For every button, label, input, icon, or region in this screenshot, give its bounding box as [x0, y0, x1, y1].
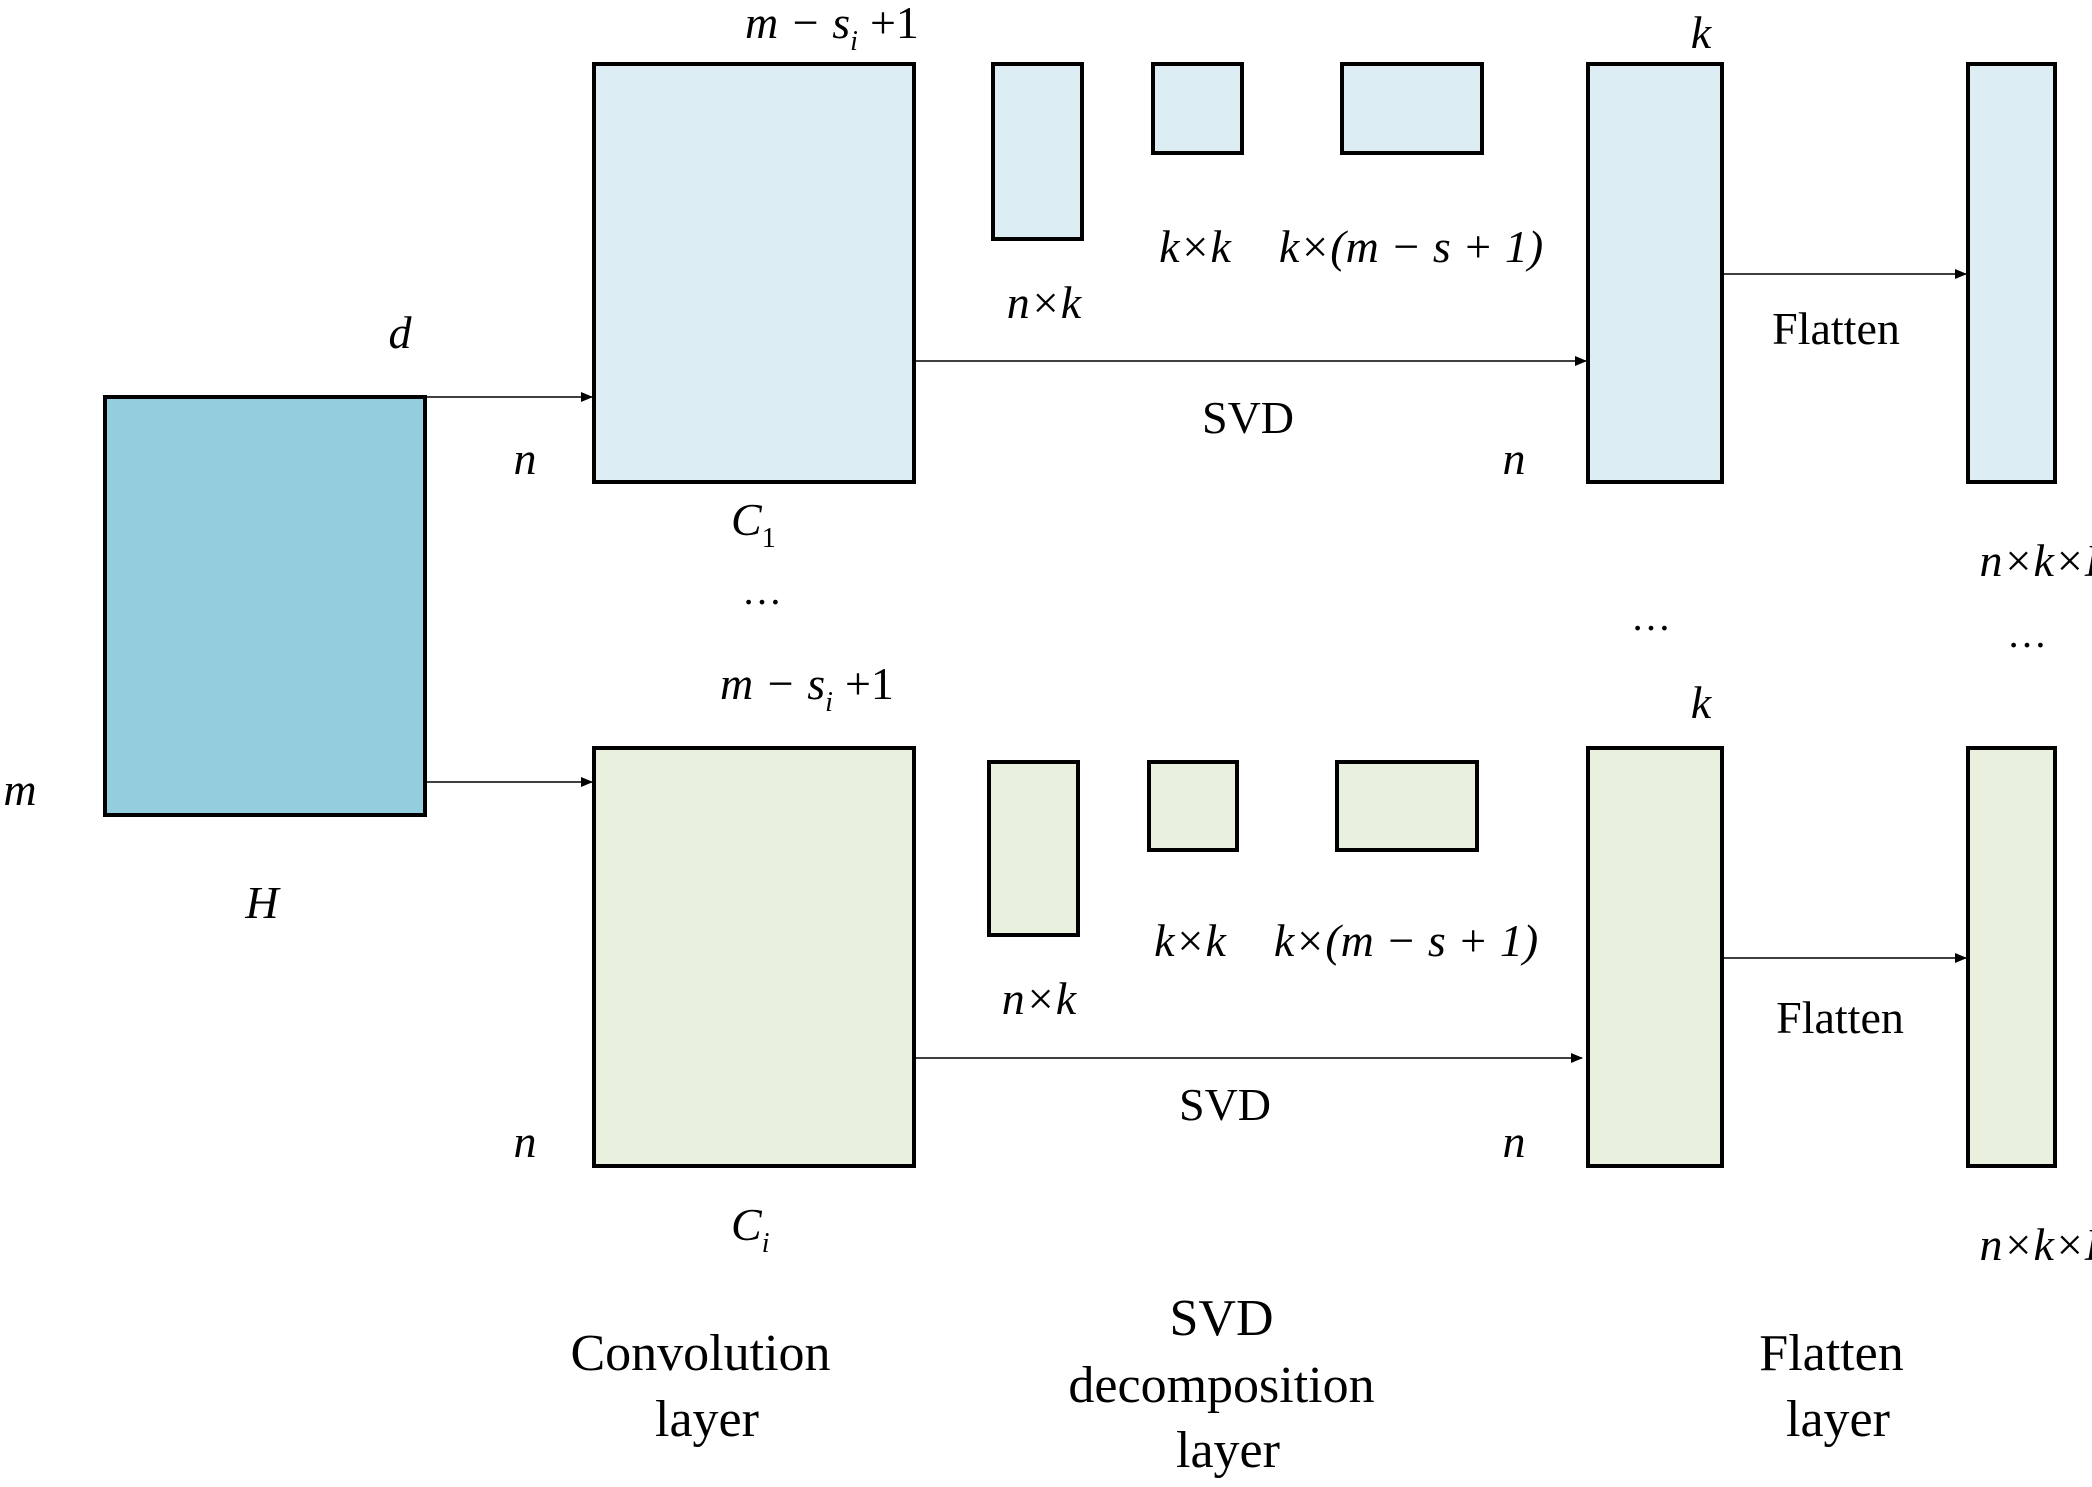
flatten-arrow-label-1: Flatten — [1772, 303, 1900, 354]
ellipsis-flat: … — [2007, 611, 2047, 656]
out1-side-dim: n — [1503, 433, 1526, 484]
svd-arrow-label-i: SVD — [1179, 1079, 1271, 1130]
conv-map-ci — [592, 746, 916, 1168]
outi-top-dim: k — [1691, 677, 1713, 728]
input-rows-label: m — [3, 764, 36, 815]
outi-side-dim: n — [1503, 1116, 1526, 1167]
svdi-s-matrix — [1147, 760, 1239, 852]
svdi-v-matrix — [1335, 760, 1479, 852]
svd1-v-matrix — [1340, 62, 1484, 155]
svd-arrow-label-1: SVD — [1202, 392, 1294, 443]
svdi-u-dim: n×k — [1002, 973, 1078, 1024]
svd1-u-dim: n×k — [1007, 277, 1083, 328]
svdi-s-dim: k×k — [1154, 915, 1227, 966]
caption-flatten-layer: Flatten layer — [1759, 1325, 1916, 1448]
svd1-u-matrix — [991, 62, 1084, 241]
input-name-label: H — [244, 877, 281, 928]
flati-dim: n×k×L — [1979, 1219, 2092, 1270]
flat1-dim: n×k×L — [1979, 535, 2092, 586]
out1-top-dim: k — [1691, 7, 1713, 58]
convi-name: Ci — [731, 1199, 769, 1259]
flat-vector-1 — [1966, 62, 2057, 484]
convi-top-dim: m − si+1 — [720, 658, 894, 718]
input-cols-label: d — [389, 307, 413, 358]
svdi-u-matrix — [987, 760, 1080, 937]
svd1-s-matrix — [1151, 62, 1244, 155]
input-matrix-h — [103, 395, 427, 817]
svdi-v-dim: k×(m − s + 1) — [1274, 915, 1538, 966]
caption-conv-layer: Convolution layer — [570, 1325, 843, 1448]
svd1-s-dim: k×k — [1159, 221, 1232, 272]
svd1-v-dim: k×(m − s + 1) — [1279, 221, 1543, 272]
convi-side-dim: n — [514, 1116, 537, 1167]
caption-svd-layer: SVD decomposition layer — [1068, 1290, 1387, 1479]
svd-output-i — [1586, 746, 1724, 1168]
conv1-side-dim: n — [514, 433, 537, 484]
conv1-top-dim: m − si+1 — [745, 0, 919, 57]
ellipsis-svd: … — [1631, 594, 1671, 639]
conv-map-c1 — [592, 62, 916, 484]
flat-vector-i — [1966, 746, 2057, 1168]
svd-output-1 — [1586, 62, 1724, 484]
flatten-arrow-label-i: Flatten — [1776, 992, 1904, 1043]
ellipsis-conv: … — [742, 568, 782, 613]
conv1-name: C1 — [731, 494, 776, 554]
